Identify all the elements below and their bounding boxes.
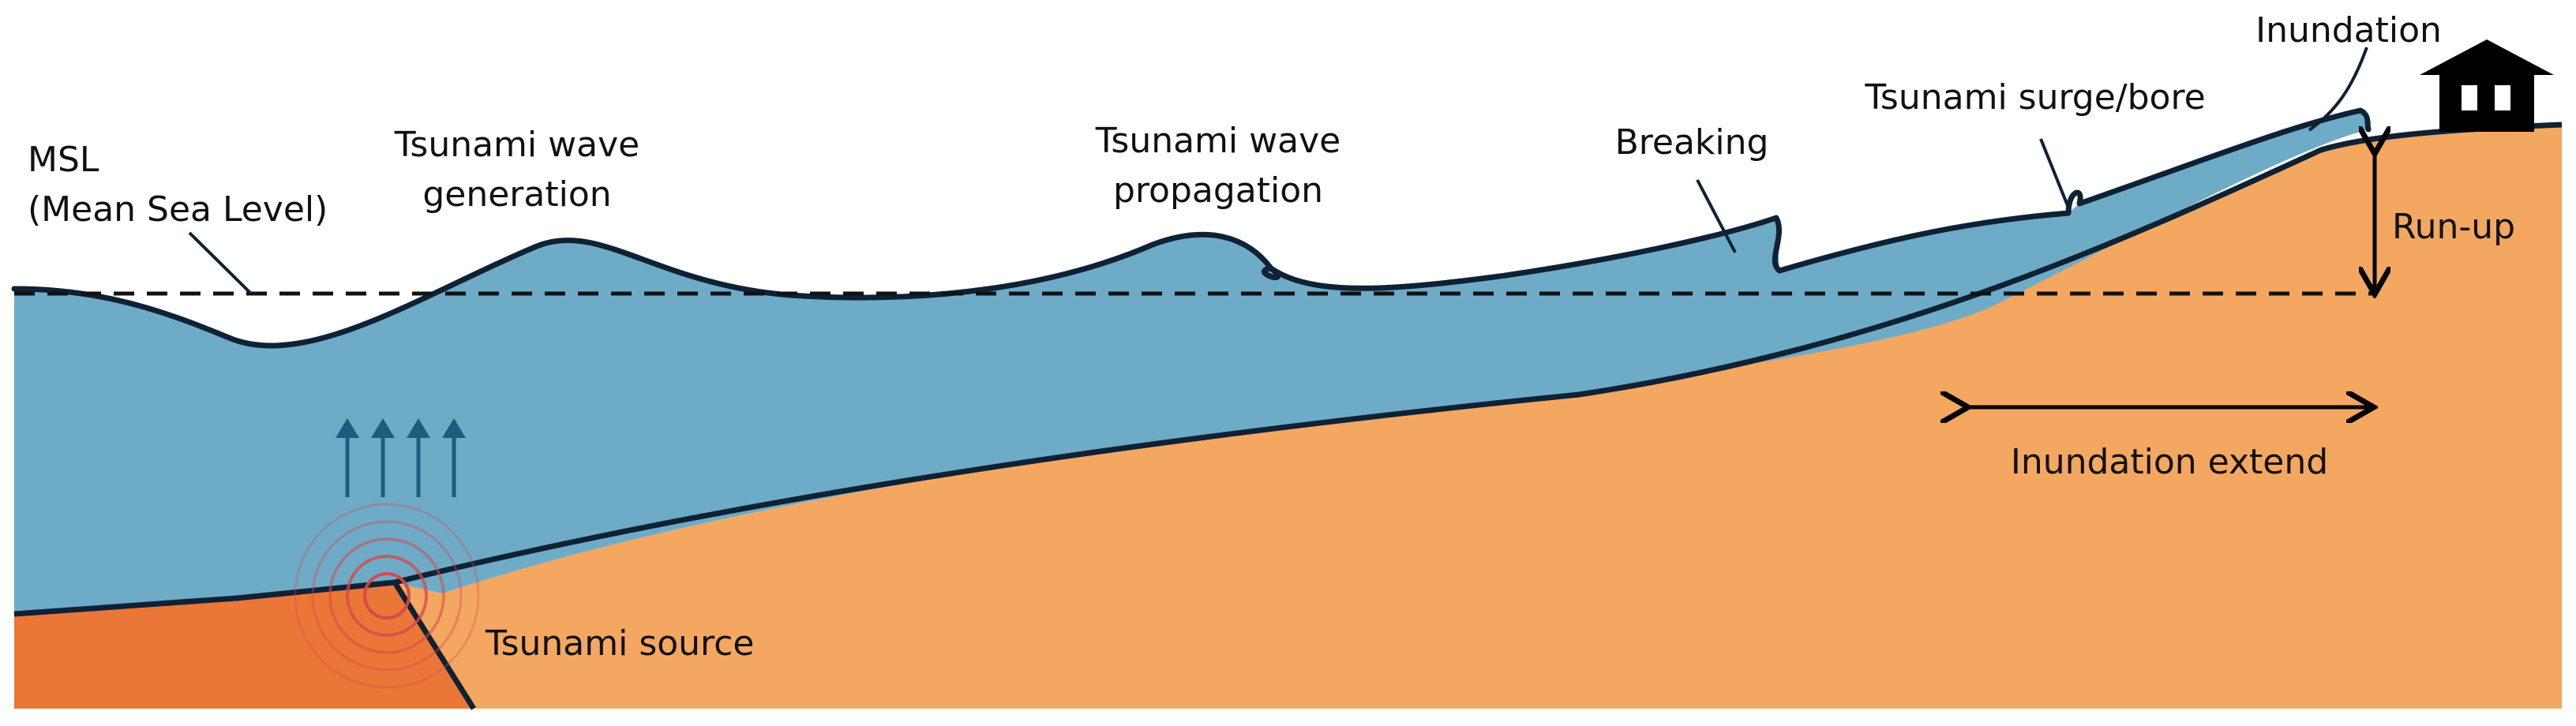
- seabed-left: [14, 582, 474, 709]
- runup-label: Run-up: [2392, 207, 2515, 247]
- propagation-label-line2: propagation: [1113, 170, 1323, 211]
- house-icon: [2420, 39, 2554, 132]
- msl-label-line1: MSL: [28, 140, 99, 180]
- source-label: Tsunami source: [485, 623, 754, 664]
- inundation-extend-label: Inundation extend: [2011, 442, 2328, 482]
- water-surface-outline: [11, 107, 2372, 349]
- breaking-leader: [1696, 179, 1737, 253]
- ocean-water: [14, 110, 2368, 614]
- inundation-label: Inundation: [2255, 10, 2442, 51]
- breaking-label: Breaking: [1615, 122, 1769, 163]
- seafloor-outline: [13, 122, 2563, 617]
- earthquake-rings: [294, 503, 480, 689]
- msl-label-line2: (Mean Sea Level): [28, 189, 328, 230]
- leader-lines: [188, 47, 2368, 295]
- msl-leader: [188, 231, 253, 295]
- surge-leader: [2039, 138, 2072, 212]
- propagation-label-line1: Tsunami wave: [1095, 121, 1340, 161]
- surge-label: Tsunami surge/bore: [1864, 77, 2205, 118]
- uplift-arrows: [336, 418, 466, 497]
- land-mass: [14, 125, 2562, 709]
- generation-label-line2: generation: [422, 174, 611, 215]
- generation-label-line1: Tsunami wave: [394, 125, 639, 165]
- inundation-leader: [2308, 47, 2368, 132]
